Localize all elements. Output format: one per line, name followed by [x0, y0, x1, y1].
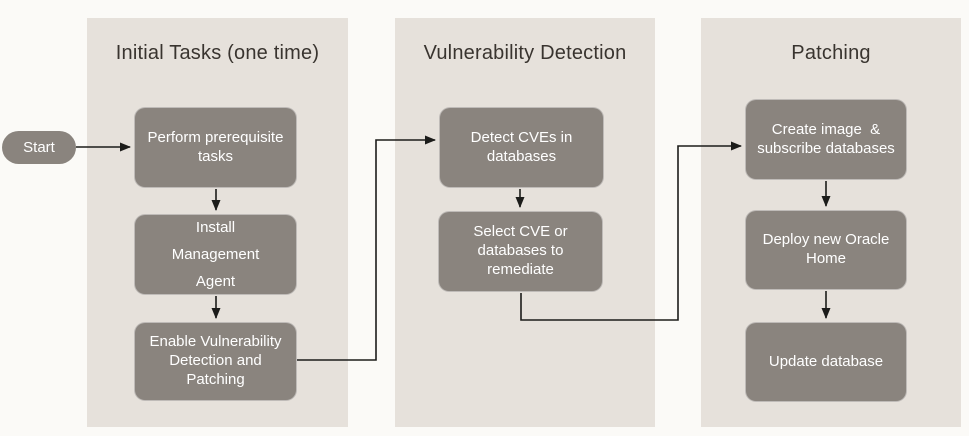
node-update-database: Update database [745, 322, 907, 402]
node-select-cve-or-databases-to-remediate: Select CVE or databases to remediate [438, 211, 603, 292]
node-create-image-and-subscribe-databases: Create image & subscribe databases [745, 99, 907, 180]
node-install-management-agent: Install Management Agent [134, 214, 297, 295]
node-deploy-new-oracle-home: Deploy new Oracle Home [745, 210, 907, 290]
node-enable-vulnerability-detection-and-patching: Enable Vulnerability Detection and Patch… [134, 322, 297, 401]
column-title-patching: Patching [791, 42, 871, 64]
column-title-initial-tasks: Initial Tasks (one time) [115, 42, 320, 64]
column-title-vulnerability-detection: Vulnerability Detection [423, 42, 627, 64]
node-detect-cves-in-databases: Detect CVEs in databases [439, 107, 604, 188]
start-node: Start [2, 131, 76, 164]
node-perform-prerequisite-tasks: Perform prerequisite tasks [134, 107, 297, 188]
